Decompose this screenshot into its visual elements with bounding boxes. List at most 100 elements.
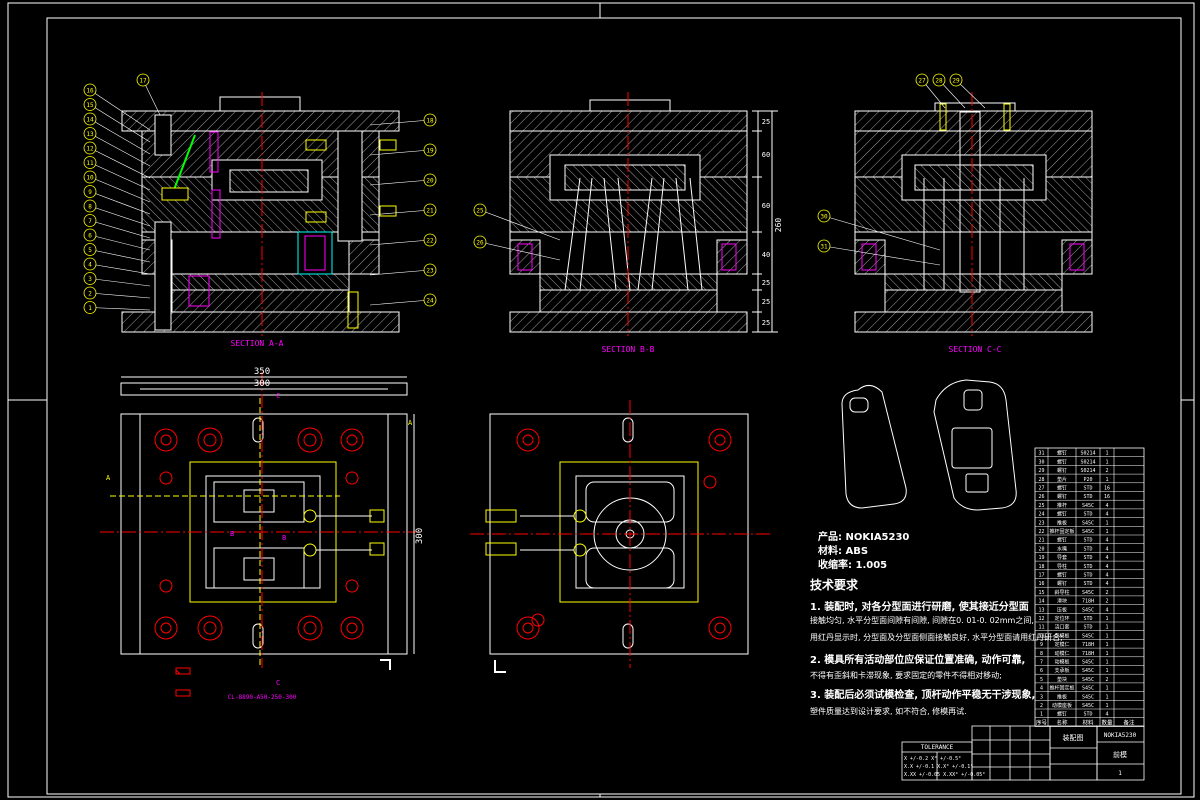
bom-cell: 螺钉	[1057, 537, 1067, 544]
balloon-right-20-label: 20	[426, 178, 434, 185]
bom-cell: 导套	[1057, 554, 1067, 561]
cut-mark-a-left: A	[106, 474, 111, 482]
bom-cell: 4	[1105, 712, 1108, 718]
dim-total-height: 260	[774, 218, 783, 233]
bom-cell: 718H	[1082, 599, 1094, 605]
bom-header-cell: 数量	[1101, 718, 1113, 726]
product-name: 产品: NOKIA5230	[818, 532, 910, 543]
bom-cell: 动模仁	[1054, 650, 1069, 657]
bom-cell: 20	[1038, 546, 1044, 552]
tech-requirements-heading: 技术要求	[810, 578, 859, 592]
balloon-right-18: 18	[369, 113, 437, 127]
bom-cell: 动模座板	[1052, 702, 1072, 709]
title-sheet: 1	[1118, 770, 1122, 777]
balloon-left-13-label: 13	[86, 131, 94, 138]
balloon-right-24-label: 24	[426, 298, 434, 305]
bom-cell: 4	[1105, 538, 1108, 544]
tech-line-4: 2. 模具所有活动部位应保证位置准确, 动作可靠,	[810, 655, 1026, 666]
balloon-b-26-label: 26	[476, 240, 484, 247]
bom-cell: 1	[1105, 642, 1108, 648]
balloon-left-4: 4	[83, 257, 151, 275]
bom-cell: STD	[1083, 616, 1092, 622]
bom-cell: 1	[1105, 651, 1108, 657]
bom-cell: 1	[1105, 451, 1108, 457]
bom-cell: STD	[1083, 555, 1092, 561]
balloon-right-19: 19	[369, 143, 437, 157]
balloon-c-top-29: 29	[949, 73, 986, 109]
balloon-right-24: 24	[369, 293, 437, 307]
bom-cell: 2	[1040, 703, 1043, 709]
bom-cell: 2	[1105, 677, 1108, 683]
tech-line-6: 3. 装配后必须试模检查, 顶杆动作平稳无干涉现象,	[810, 690, 1036, 701]
dim-plate-2: 60	[762, 151, 770, 159]
bom-cell: S0214	[1080, 468, 1095, 474]
title-company: 前模	[1113, 750, 1127, 759]
bom-cell: 1	[1105, 520, 1108, 526]
section-c-label: SECTION C-C	[949, 345, 1002, 354]
balloon-right-23-label: 23	[426, 268, 434, 275]
bom-cell: 4	[1105, 581, 1108, 587]
balloon-left-11: 11	[83, 156, 151, 191]
bom-cell: S45C	[1082, 686, 1094, 692]
bom-cell: 定位环	[1054, 615, 1069, 622]
bom-cell: STD	[1083, 564, 1092, 570]
bom-cell: 14	[1038, 599, 1044, 605]
bom-cell: P20	[1083, 477, 1092, 483]
balloon-left-8-label: 8	[88, 204, 92, 211]
balloon-left-10: 10	[83, 170, 151, 203]
balloon-left-5: 5	[83, 243, 151, 263]
bom-cell: 定模仁	[1054, 641, 1069, 648]
bom-cell: 3	[1040, 694, 1043, 700]
bom-cell: 18	[1038, 564, 1044, 570]
balloon-c-left-31: 31	[817, 239, 941, 266]
balloon-c-top-27: 27	[915, 73, 946, 109]
product-rear-sketch	[933, 379, 1017, 511]
bom-cell: 滑块	[1057, 598, 1067, 605]
bom-cell: 22	[1038, 529, 1044, 535]
bom-cell: STD	[1083, 581, 1092, 587]
balloon-right-23: 23	[369, 263, 437, 277]
balloon-right-22: 22	[369, 233, 437, 247]
bom-cell: S45C	[1082, 694, 1094, 700]
bom-cell: STD	[1083, 712, 1092, 718]
bom-cell: 4	[1105, 546, 1108, 552]
bom-cell: STD	[1083, 538, 1092, 544]
dim-plate-6: 25	[762, 298, 770, 306]
bom-cell: S45C	[1082, 529, 1094, 535]
balloon-left-16-label: 16	[86, 88, 94, 95]
balloon-left-12: 12	[83, 141, 151, 179]
bom-cell: 推杆	[1057, 502, 1067, 509]
section-b-view: SECTION B-B 25 60 60 40 25 25 25 260	[509, 92, 783, 354]
bom-cell: 718H	[1082, 651, 1094, 657]
dim-plate-7: 25	[762, 319, 770, 327]
balloon-left-1-label: 1	[88, 305, 92, 312]
bom-cell: 导柱	[1057, 563, 1067, 570]
bom-cell: 螺钉	[1057, 511, 1067, 518]
bom-cell: 螺钉	[1057, 458, 1067, 465]
title-drawing-name: 装配图	[1063, 733, 1084, 742]
dim-overall-height: 300	[415, 528, 425, 544]
bom-cell: 16	[1104, 494, 1110, 500]
bom-cell: 2	[1105, 468, 1108, 474]
height-dimension-chain	[752, 110, 778, 333]
bom-cell: 螺钉	[1057, 580, 1067, 587]
bom-cell: S45C	[1082, 607, 1094, 613]
balloon-right-20: 20	[369, 173, 437, 187]
cut-mark-a-right: A	[408, 419, 413, 427]
bom-cell: 斜导柱	[1054, 589, 1069, 596]
tolerance-title: TOLERANCE	[921, 744, 954, 751]
balloon-left-6-label: 6	[88, 233, 92, 240]
dim-inner-width: 300	[254, 379, 270, 389]
bom-cell: 推杆固定板	[1049, 685, 1074, 692]
bom-cell: 718H	[1082, 642, 1094, 648]
product-material: 材料: ABS	[818, 546, 869, 557]
balloon-c-top-28-label: 28	[935, 78, 943, 85]
balloon-left-11-label: 11	[86, 160, 94, 167]
bom-cell: 定模板	[1054, 632, 1069, 639]
bom-cell: 1	[1105, 529, 1108, 535]
bom-cell: 4	[1105, 512, 1108, 518]
bom-cell: S0214	[1080, 451, 1095, 457]
balloon-right-22-label: 22	[426, 238, 434, 245]
balloon-left-2: 2	[83, 286, 151, 300]
bom-cell: 推板	[1057, 519, 1067, 526]
